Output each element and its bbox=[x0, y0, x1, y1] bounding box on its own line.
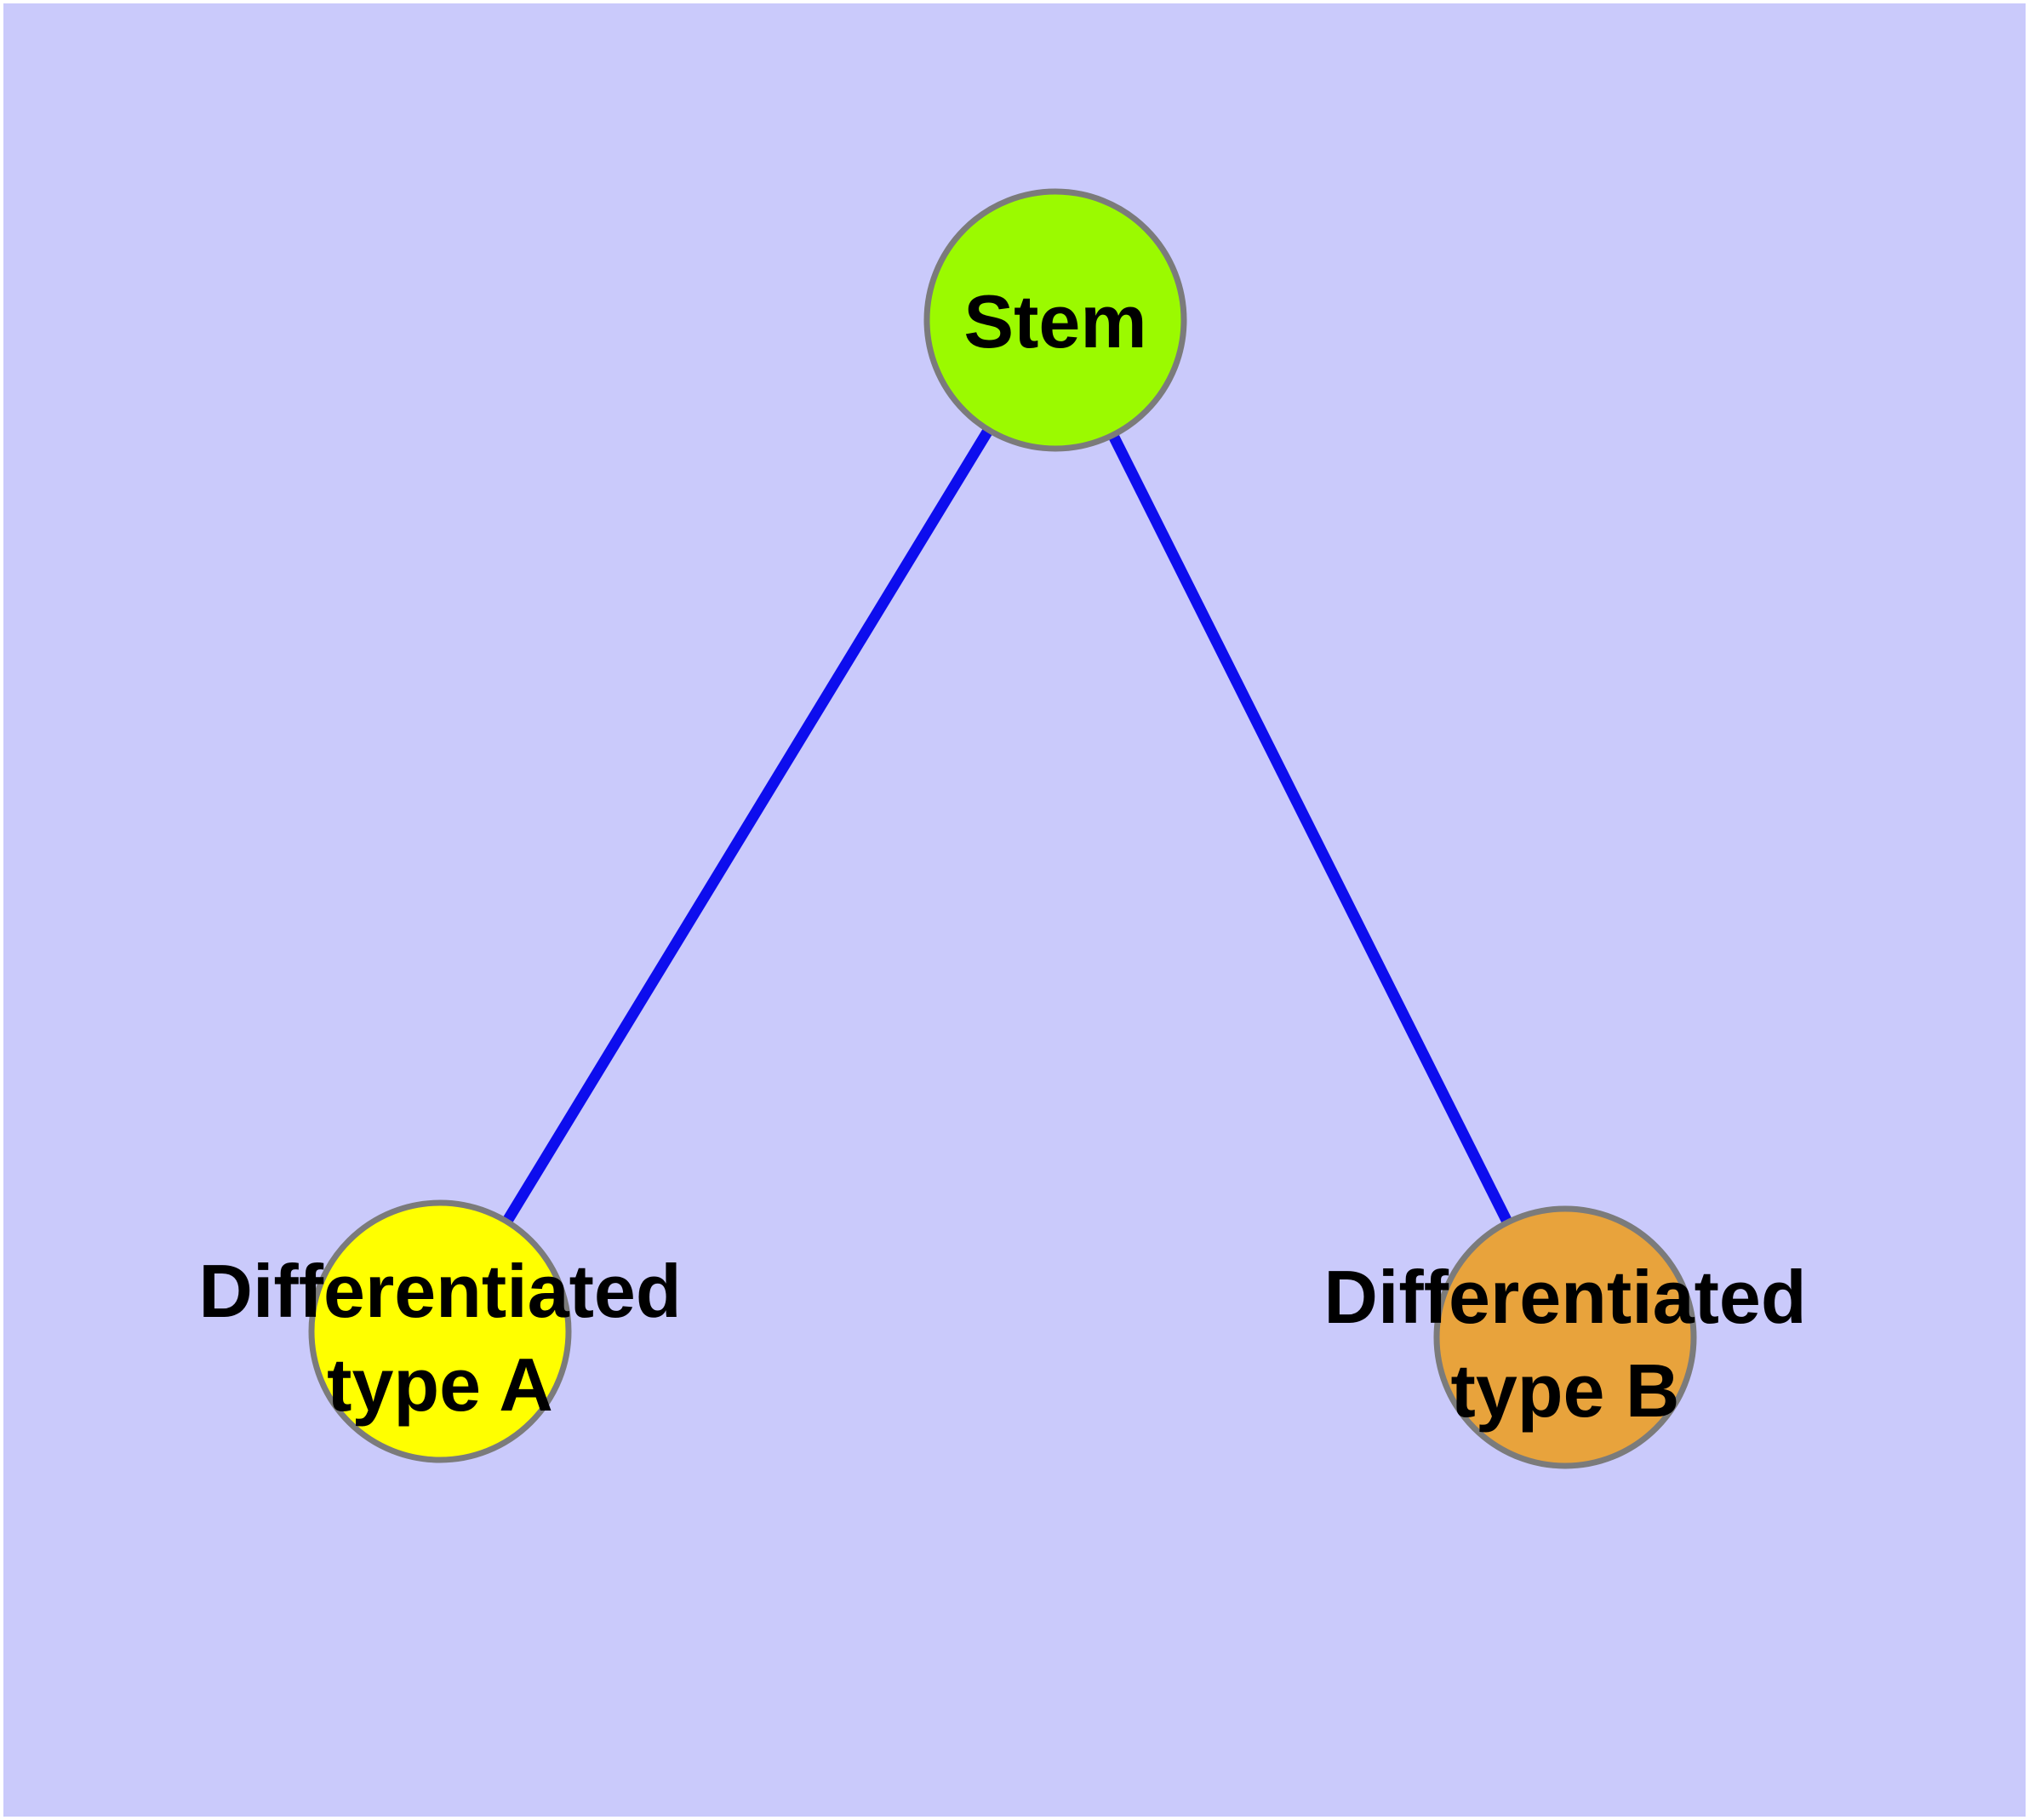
node-differentiated-type-a bbox=[308, 1199, 572, 1463]
node-stem bbox=[923, 188, 1187, 452]
edge-stem-to-type-b bbox=[1050, 318, 1570, 1340]
node-type-a-label-line1: Differentiated bbox=[198, 1249, 681, 1333]
node-type-b-label-line2: type B bbox=[1451, 1348, 1680, 1433]
edge-stem-to-type-a bbox=[435, 317, 1060, 1335]
node-type-a-label-line2: type A bbox=[327, 1342, 553, 1427]
node-stem-label: Stem bbox=[963, 279, 1146, 363]
node-type-b-label-line1: Differentiated bbox=[1323, 1255, 1806, 1339]
node-differentiated-type-b bbox=[1433, 1205, 1697, 1469]
plot-background: Stem Differentiated type A Differentiate… bbox=[3, 3, 2026, 1817]
graph-canvas: Stem Differentiated type A Differentiate… bbox=[198, 188, 1807, 1469]
